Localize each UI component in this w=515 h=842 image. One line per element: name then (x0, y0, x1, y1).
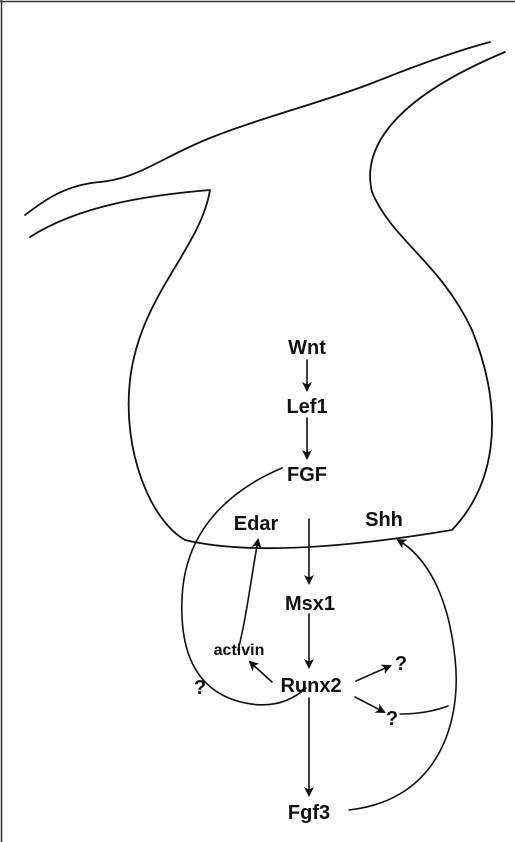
node-edar-label: Edar (234, 513, 279, 535)
node-wnt-label: Wnt (288, 337, 326, 359)
runx2-to-upper-unknown-arrow (356, 666, 390, 681)
node-activin-label: activin (214, 642, 265, 659)
node-lef1-label: Lef1 (286, 396, 327, 418)
runx2-to-activin-arrow (250, 662, 272, 682)
unknown-right-lower-label: ? (386, 708, 398, 730)
node-shh-label: Shh (365, 509, 403, 531)
unknown-right-upper-label: ? (395, 653, 407, 675)
placode-outline (185, 52, 505, 548)
activin-to-edar-arrow (238, 540, 258, 650)
fgf-loop-line (182, 468, 306, 705)
node-runx2-label: Runx2 (280, 675, 341, 697)
runx2-to-lower-unknown-arrow (355, 697, 384, 712)
epidermis-surface-outer (25, 42, 490, 215)
fgf3-to-shh-arrow (349, 540, 456, 810)
node-fgf3-label: Fgf3 (288, 802, 330, 824)
node-fgf-label: FGF (287, 464, 327, 486)
epidermis-surface-inner (30, 190, 210, 540)
lower-unknown-to-loop-line (400, 706, 448, 714)
unknown-left-label: ? (194, 677, 206, 699)
node-msx1-label: Msx1 (285, 593, 335, 615)
